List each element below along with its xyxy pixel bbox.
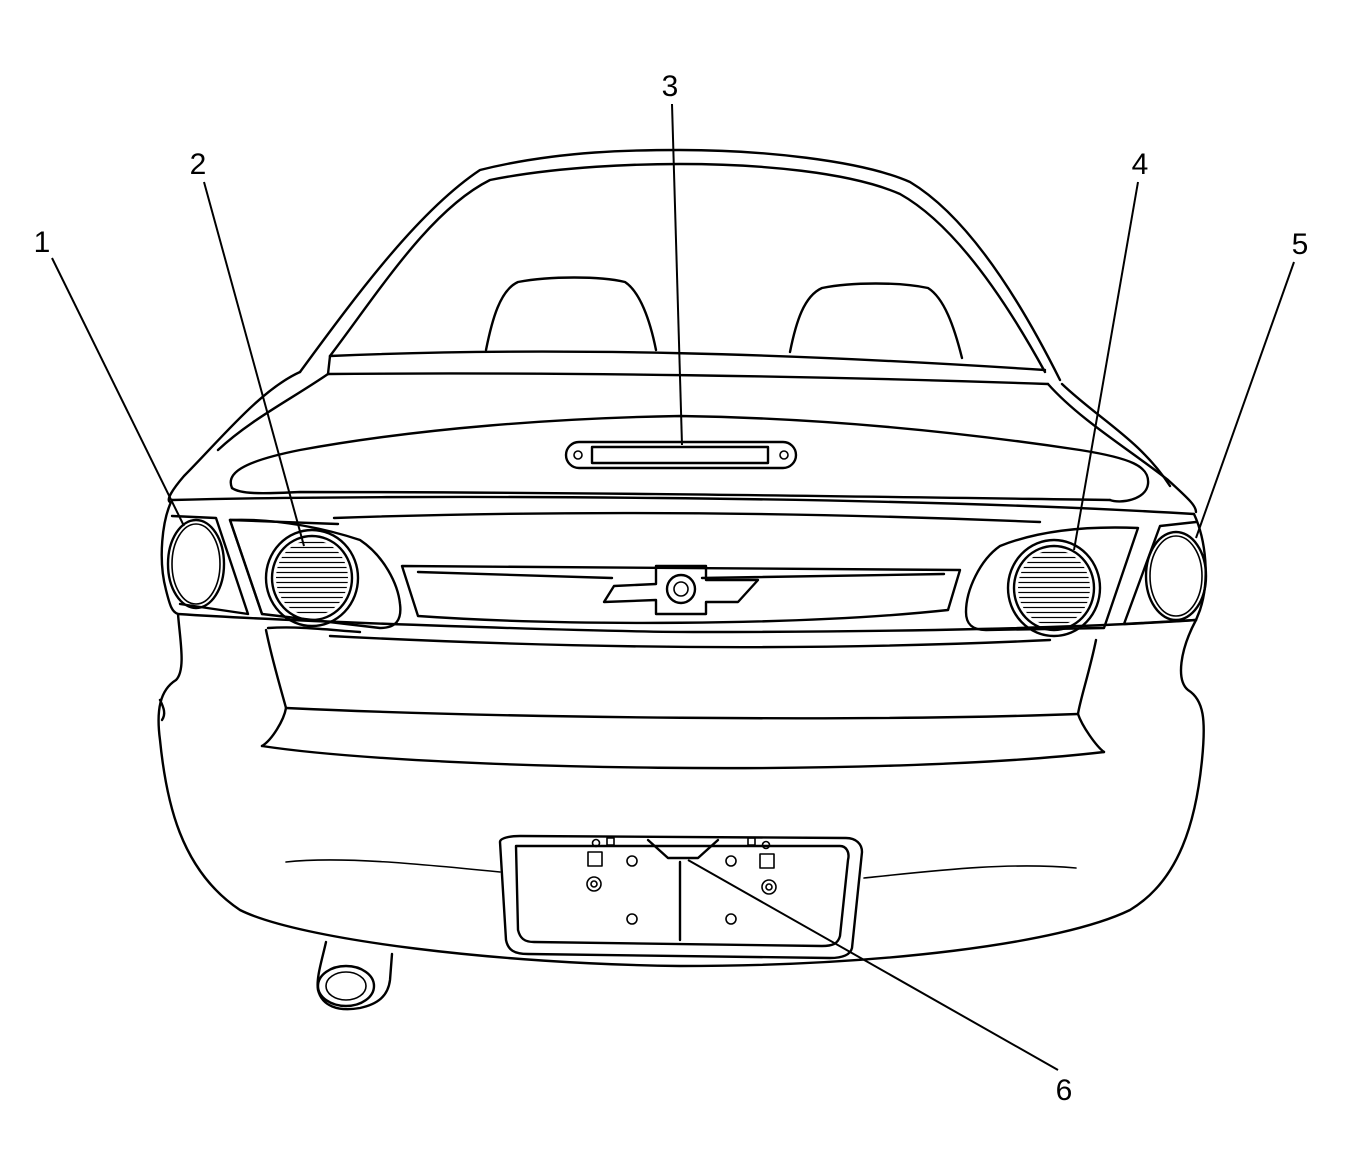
roof-outline <box>298 148 1062 382</box>
body-shoulders <box>167 370 1198 514</box>
tail-lamp-left-outer <box>166 514 250 616</box>
callout-line-1 <box>51 257 185 527</box>
callout-labels: 1 2 3 4 5 6 <box>34 70 1309 1107</box>
tail-lamp-right-inner <box>964 526 1140 638</box>
callout-number-5: 5 <box>1292 228 1309 261</box>
callout-line-6 <box>687 859 1059 1071</box>
callout-number-1: 1 <box>34 226 51 259</box>
license-plate-pocket <box>498 834 864 960</box>
trunk-lid <box>229 414 1150 503</box>
callout-number-2: 2 <box>190 148 207 181</box>
tail-lamp-right-outer <box>1122 520 1208 626</box>
callout-line-4 <box>1073 181 1139 551</box>
bowtie-garnish <box>400 564 962 625</box>
callout-number-3: 3 <box>662 70 679 103</box>
high-mount-stop-lamp <box>564 440 798 470</box>
tail-lamp-left-inner <box>228 518 402 630</box>
headrests <box>484 276 964 360</box>
callout-line-5 <box>1195 261 1295 539</box>
callout-number-6: 6 <box>1056 1074 1073 1107</box>
rear-fascia <box>157 612 1205 968</box>
callout-lines <box>51 103 1295 1071</box>
callout-line-3 <box>671 103 683 446</box>
callout-number-4: 4 <box>1132 148 1149 181</box>
bumper-crease <box>285 859 1077 879</box>
callout-line-2 <box>203 181 305 547</box>
exhaust-tip <box>316 940 394 1011</box>
rear-deck <box>326 350 1050 386</box>
